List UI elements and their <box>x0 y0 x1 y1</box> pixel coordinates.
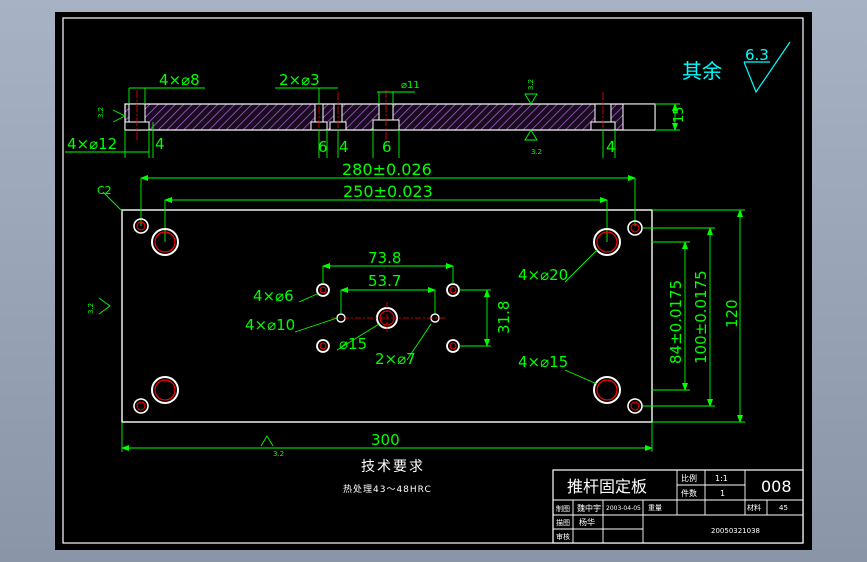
dim-53-7: 53.7 <box>368 272 401 290</box>
material-value: 45 <box>779 504 788 512</box>
dim-15: ⌀15 <box>339 335 367 353</box>
drawing-canvas: 其余 6.3 <box>62 17 804 544</box>
dim-4x15: 4×⌀15 <box>518 353 568 371</box>
design-name: 杨华 <box>579 517 595 527</box>
drawn-name: 魏中宇 <box>577 503 601 513</box>
dim-73-8: 73.8 <box>368 249 401 267</box>
dim-4x10: 4×⌀10 <box>245 316 295 334</box>
dim-thickness-15: 15 <box>672 106 687 123</box>
roughness-left: 3.2 <box>97 107 105 118</box>
section-view: 4×⌀8 2×⌀3 ⌀11 <box>65 71 687 158</box>
dim-250: 250±0.023 <box>343 182 433 201</box>
dim-84: 84±0.0175 <box>667 280 685 364</box>
design-label: 描图 <box>556 518 570 527</box>
dim-depth-6-b: 6 <box>382 138 392 156</box>
scale-value: 1:1 <box>715 474 728 483</box>
surface-roughness-value: 6.3 <box>745 46 769 64</box>
surface-note-label: 其余 <box>682 59 722 83</box>
drawing-sheet: 其余 6.3 <box>55 12 812 550</box>
check-label: 审核 <box>556 532 570 541</box>
dim-4x6: 4×⌀6 <box>253 287 294 305</box>
dim-2x7: 2×⌀7 <box>375 350 416 368</box>
plan-roughness-bottom: 3.2 <box>273 450 284 458</box>
dim-depth-4-c: 4 <box>339 138 349 156</box>
inner-border <box>62 17 804 544</box>
plan-view: 280±0.026 250±0.023 C2 <box>87 160 745 458</box>
holes-corner-small <box>133 218 643 414</box>
part-name: 推杆固定板 <box>567 477 647 496</box>
dim-300: 300 <box>371 431 400 449</box>
qty-label: 件数 <box>681 488 697 498</box>
title-block: 推杆固定板 比例 1:1 件数 1 008 制图 魏中宇 2003-04-05 … <box>552 469 804 544</box>
dim-11: ⌀11 <box>401 80 420 91</box>
roughness-symbol-icon <box>743 41 791 94</box>
roughness-bottom: 3.2 <box>531 148 542 156</box>
drawn-date: 2003-04-05 <box>606 505 641 512</box>
roughness-top: 3.2 <box>527 79 535 90</box>
dim-31-8: 31.8 <box>495 301 513 334</box>
dim-depth-4-a: 4 <box>155 135 165 153</box>
dim-depth-4-d: 4 <box>606 138 616 156</box>
dim-depth-6-a: 6 <box>318 138 328 156</box>
dim-chamfer: C2 <box>97 184 112 197</box>
dim-4x8: 4×⌀8 <box>159 71 200 89</box>
tech-req-heading: 技术要求 <box>361 459 425 475</box>
surface-note: 其余 6.3 <box>682 41 791 94</box>
scale-label: 比例 <box>681 473 697 483</box>
plate-outline <box>121 209 653 423</box>
tech-req-line1: 热处理43～48HRC <box>343 483 432 495</box>
dim-2x3: 2×⌀3 <box>279 71 320 89</box>
dim-120: 120 <box>723 299 741 328</box>
material-label: 材料 <box>747 503 761 512</box>
drawn-label: 制图 <box>556 504 570 513</box>
qty-value: 1 <box>720 489 725 498</box>
dim-280: 280±0.026 <box>342 160 432 179</box>
weight-label: 重量 <box>648 504 662 512</box>
plan-roughness-left: 3.2 <box>87 303 95 314</box>
dim-100: 100±0.0175 <box>692 270 710 364</box>
dim-4x20: 4×⌀20 <box>518 266 568 284</box>
dim-4x12: 4×⌀12 <box>67 135 117 153</box>
drawing-number: 008 <box>761 477 792 496</box>
title-code: 20050321038 <box>711 527 760 535</box>
holes-4x20 <box>151 228 621 404</box>
tech-requirements: 技术要求 热处理43～48HRC <box>343 459 432 495</box>
